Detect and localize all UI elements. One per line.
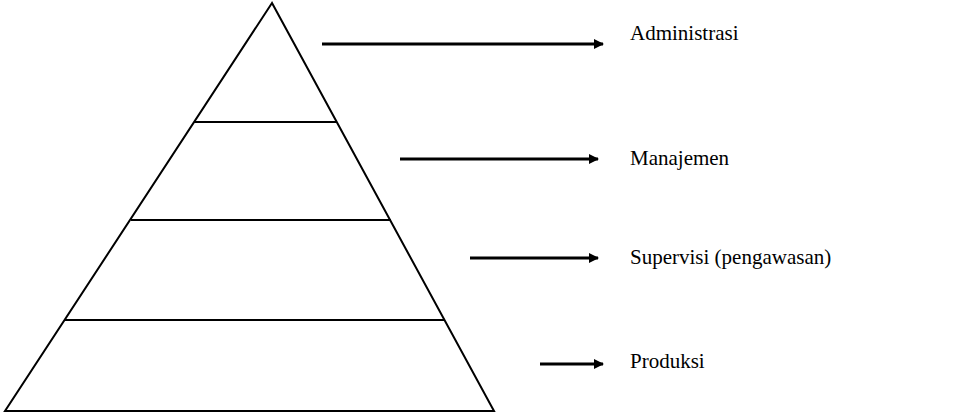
leader-arrow <box>322 43 603 46</box>
level-label: Produksi <box>630 349 705 374</box>
leader-arrow <box>540 363 603 366</box>
band-divider <box>131 219 391 221</box>
level-label: Supervisi (pengawasan) <box>630 245 831 270</box>
band-divider <box>194 121 337 123</box>
band-divider <box>65 319 445 321</box>
leader-arrow <box>400 158 598 161</box>
pyramid-outline <box>5 3 494 411</box>
leader-arrow <box>470 257 598 260</box>
level-label: Administrasi <box>630 21 739 46</box>
level-label: Manajemen <box>630 146 729 171</box>
